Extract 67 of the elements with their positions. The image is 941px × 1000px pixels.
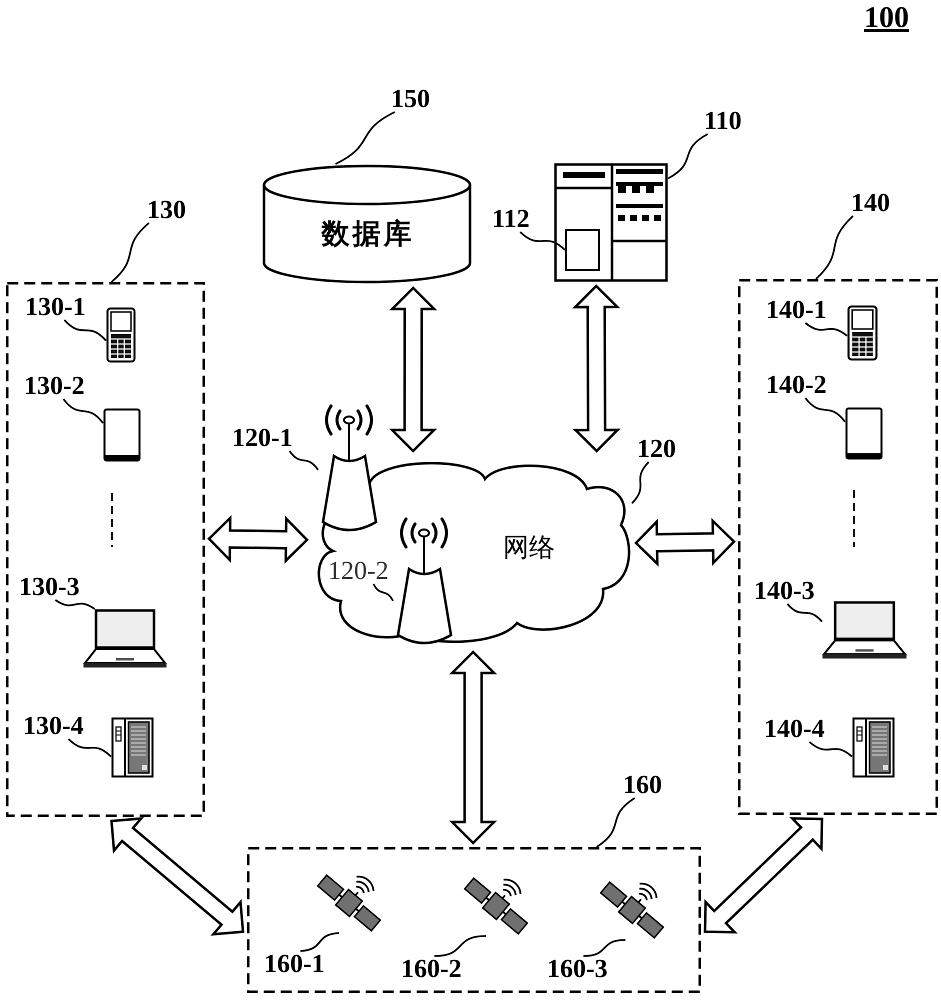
reference-numeral: 140-2: [766, 372, 827, 398]
reference-numeral: 140-4: [764, 716, 825, 742]
leader-line: [596, 797, 636, 848]
leader-line: [808, 741, 853, 758]
leader-line: [110, 222, 150, 283]
leader-line: [335, 111, 396, 165]
reference-numeral: 130-3: [19, 574, 80, 600]
leader-line: [288, 450, 319, 470]
leader-line: [434, 935, 486, 957]
leader-line: [68, 738, 112, 758]
reference-numeral: 160: [623, 772, 662, 798]
leader-line: [668, 133, 708, 180]
double-headed-arrow: [572, 284, 621, 453]
reference-numeral: 140-3: [754, 578, 815, 604]
reference-numeral: 160-1: [264, 951, 325, 977]
reference-numeral: 150: [391, 86, 430, 112]
double-headed-arrow: [634, 518, 736, 567]
leader-line: [300, 932, 340, 952]
satellite-icon: [599, 880, 665, 940]
double-headed-arrow: [449, 650, 498, 845]
double-headed-arrow: [389, 286, 438, 453]
desktop-computer-icon: [111, 717, 154, 778]
desktop-computer-icon: [852, 717, 895, 778]
leader-line: [631, 461, 650, 504]
figure-number: 100: [864, 3, 909, 33]
dashed-frame: [247, 847, 701, 993]
laptop-icon: [822, 601, 907, 660]
network-label: 网络: [503, 535, 555, 561]
leader-line: [786, 603, 823, 622]
inner-panel: [565, 229, 600, 271]
dashed-frame: [738, 279, 938, 815]
leader-line: [815, 215, 854, 280]
laptop-icon: [83, 609, 167, 669]
leader-line: [64, 319, 107, 342]
leader-line: [372, 584, 394, 602]
reference-numeral: 110: [704, 108, 742, 134]
double-headed-arrow: [207, 515, 309, 564]
mobile-phone-icon: [847, 305, 878, 361]
double-headed-arrow: [110, 817, 244, 936]
database-label: 数据库: [322, 221, 414, 249]
leader-line: [520, 231, 566, 251]
reference-numeral: 130-1: [25, 294, 86, 320]
satellite-icon: [316, 873, 382, 933]
reference-numeral: 140-1: [766, 297, 827, 323]
tablet-icon: [103, 408, 141, 462]
reference-numeral: 120-2: [328, 558, 389, 584]
reference-numeral: 130-2: [24, 373, 85, 399]
tablet-icon: [845, 407, 883, 460]
leader-line: [583, 939, 626, 957]
leader-line: [804, 322, 848, 337]
reference-numeral: 112: [492, 206, 530, 232]
reference-numeral: 160-2: [401, 956, 462, 982]
reference-numeral: 120: [637, 436, 676, 462]
reference-numeral: 130-4: [23, 713, 84, 739]
leader-line: [804, 397, 846, 422]
reference-numeral: 160-3: [547, 956, 608, 982]
server-illustration: [554, 163, 668, 282]
mobile-phone-icon: [106, 307, 136, 363]
reference-numeral: 140: [851, 190, 890, 216]
reference-numeral: 130: [147, 197, 186, 223]
dashed-frame: [6, 282, 205, 817]
leader-line: [54, 599, 96, 610]
double-headed-arrow: [704, 817, 824, 934]
satellite-icon: [463, 876, 529, 936]
leader-line: [62, 398, 104, 424]
reference-numeral: 120-1: [232, 425, 293, 451]
database-cylinder: [262, 164, 472, 284]
